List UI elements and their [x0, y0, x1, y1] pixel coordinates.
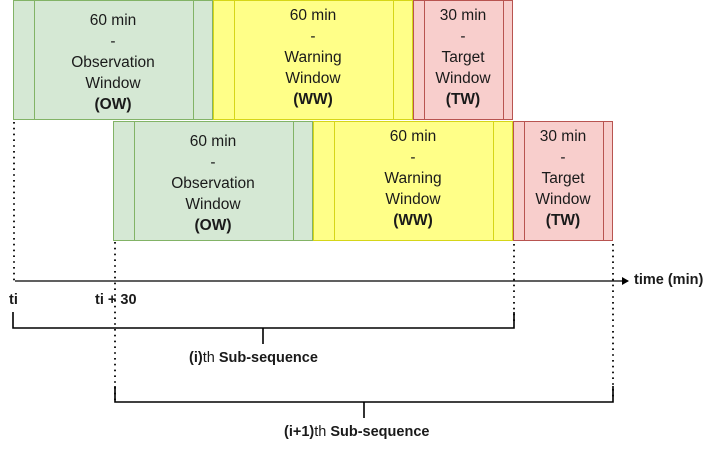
row1-tw-duration: 30 min [439, 7, 487, 24]
row1-ww-line2: Window [285, 70, 341, 87]
first-subsequence-index: (i) [189, 350, 203, 366]
brace-second-subsequence [114, 386, 614, 418]
row1-ow-abbr: (OW) [94, 96, 132, 113]
row2-target-window: 30 min - Target Window (TW) [513, 121, 613, 241]
row2-tw-duration: 30 min [539, 128, 587, 145]
row1-ow-line1: Observation [71, 54, 155, 71]
row1-observation-window-inner [34, 1, 194, 119]
row1-tw-line2: Window [435, 70, 491, 87]
first-subsequence-label: (i)th Sub-sequence [189, 350, 318, 366]
row2-target-window-inner [524, 122, 604, 240]
second-subsequence-name: Sub-sequence [330, 424, 430, 440]
row2-warning-window: 60 min - Warning Window (WW) [313, 121, 513, 241]
row2-ow-line1: Observation [171, 175, 255, 192]
first-subsequence-name: Sub-sequence [218, 350, 318, 366]
row2-ww-duration: 60 min [389, 128, 437, 145]
row1-tw-abbr: (TW) [445, 91, 481, 108]
row1-ow-duration: 60 min [89, 12, 137, 29]
row1-ww-abbr: (WW) [293, 91, 333, 108]
row2-observation-window-inner [134, 122, 294, 240]
row1-target-window: 30 min - Target Window (TW) [413, 0, 513, 120]
row1-target-window-text: 30 min - Target Window (TW) [414, 5, 512, 110]
time-axis-label: time (min) [634, 272, 704, 288]
second-subsequence-suffix: th [314, 424, 327, 440]
row1-ow-dash: - [110, 33, 116, 50]
row2-ww-dash: - [410, 149, 416, 166]
row1-tw-line1: Target [441, 49, 485, 66]
row1-target-window-inner [424, 1, 504, 119]
row2-ww-line1: Warning [384, 170, 442, 187]
row1-ow-line2: Window [85, 75, 141, 92]
row2-observation-window-text: 60 min - Observation Window (OW) [114, 131, 312, 236]
row2-observation-window: 60 min - Observation Window (OW) [113, 121, 313, 241]
row2-warning-window-text: 60 min - Warning Window (WW) [314, 126, 512, 231]
row1-tw-dash: - [460, 28, 466, 45]
second-subsequence-index: (i+1) [284, 424, 315, 440]
row2-ww-line2: Window [385, 191, 441, 208]
row2-target-window-text: 30 min - Target Window (TW) [514, 126, 612, 231]
row1-observation-window-text: 60 min - Observation Window (OW) [14, 10, 212, 115]
row2-warning-window-inner [334, 122, 494, 240]
row1-warning-window: 60 min - Warning Window (WW) [213, 0, 413, 120]
row2-ww-abbr: (WW) [393, 212, 433, 229]
row2-ow-dash: - [210, 154, 216, 171]
row1-warning-window-inner [234, 1, 394, 119]
row2-ow-line2: Window [185, 196, 241, 213]
row2-ow-abbr: (OW) [194, 217, 232, 234]
first-subsequence-suffix: th [202, 350, 215, 366]
second-subsequence-label: (i+1)th Sub-sequence [284, 424, 429, 440]
tick-ti-plus-30: ti + 30 [95, 292, 137, 308]
brace-first-subsequence [12, 312, 515, 344]
row2-ow-duration: 60 min [189, 133, 237, 150]
row1-observation-window: 60 min - Observation Window (OW) [13, 0, 213, 120]
row2-tw-line2: Window [535, 191, 591, 208]
row1-ww-line1: Warning [284, 49, 342, 66]
row2-tw-abbr: (TW) [545, 212, 581, 229]
tick-ti: ti [9, 292, 18, 308]
row1-warning-window-text: 60 min - Warning Window (WW) [214, 5, 412, 110]
row2-tw-dash: - [560, 149, 566, 166]
row1-ww-duration: 60 min [289, 7, 337, 24]
row2-tw-line1: Target [541, 170, 585, 187]
row1-ww-dash: - [310, 28, 316, 45]
